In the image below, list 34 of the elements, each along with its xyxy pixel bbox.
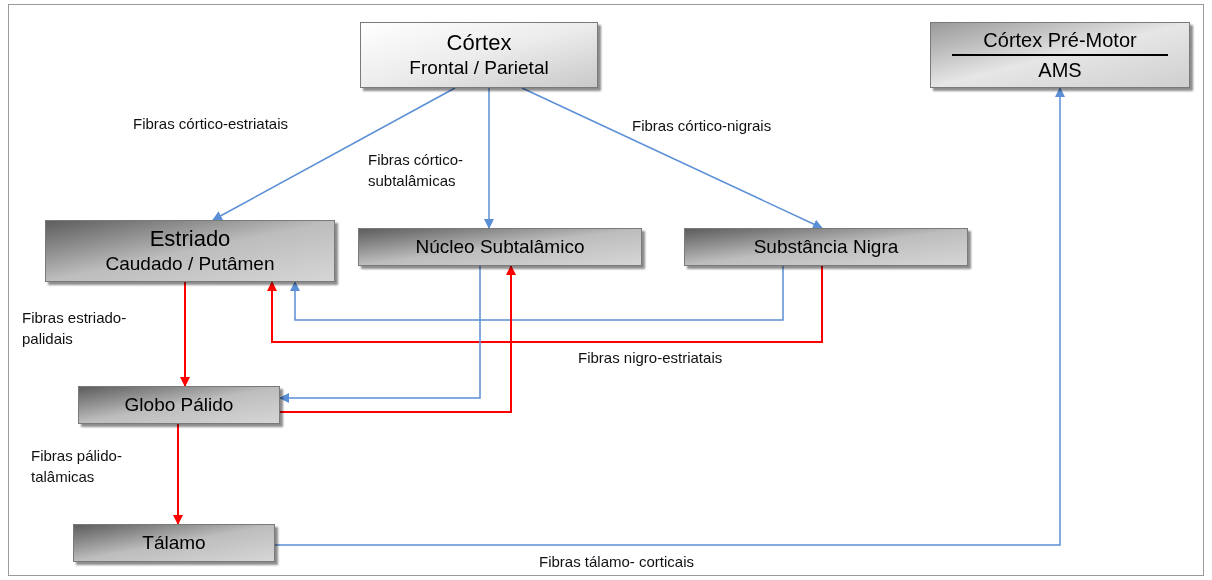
- edge-label: Fibras córtico-subtalâmicas: [368, 151, 464, 189]
- arrow: [274, 87, 1065, 546]
- box-subtitle: AMS: [1038, 58, 1082, 82]
- process-box: [930, 22, 1190, 88]
- box-title: Córtex: [446, 30, 512, 56]
- process-box: [358, 228, 642, 266]
- box-subtitle: Frontal / Parietal: [409, 56, 549, 80]
- edge-label: Fibras tálamo- corticais: [539, 553, 695, 570]
- arrow: [173, 423, 183, 525]
- box-title: Estriado: [149, 226, 231, 252]
- edge-label: Fibras nigro-estriatais: [578, 349, 723, 366]
- box-title: Córtex Pré-Motor: [983, 28, 1137, 52]
- box-subtitle: Caudado / Putâmen: [105, 252, 275, 276]
- process-box: [73, 524, 275, 562]
- box-title: Tálamo: [142, 531, 206, 555]
- edge-label: Fibras córtico-estriatais: [133, 115, 289, 132]
- box-title: Globo Pálido: [124, 393, 234, 417]
- arrow: [267, 265, 823, 343]
- arrow: [180, 281, 190, 387]
- arrow: [521, 87, 823, 229]
- edge-label: Fibras córtico-nigrais: [632, 117, 772, 134]
- box-title: Núcleo Subtalâmico: [415, 235, 585, 259]
- arrow: [279, 265, 516, 413]
- edge-label: Fibras pálido-talâmicas: [31, 447, 122, 485]
- process-box: [684, 228, 968, 266]
- process-box: [360, 22, 598, 88]
- arrow: [212, 87, 456, 221]
- arrow: [279, 265, 481, 403]
- box-title: Substância Nigra: [753, 235, 899, 259]
- arrow: [290, 265, 784, 321]
- process-box: [45, 220, 335, 282]
- process-box: [78, 386, 280, 424]
- arrow: [484, 87, 494, 229]
- edge-label: Fibras estriado-palidais: [22, 309, 127, 347]
